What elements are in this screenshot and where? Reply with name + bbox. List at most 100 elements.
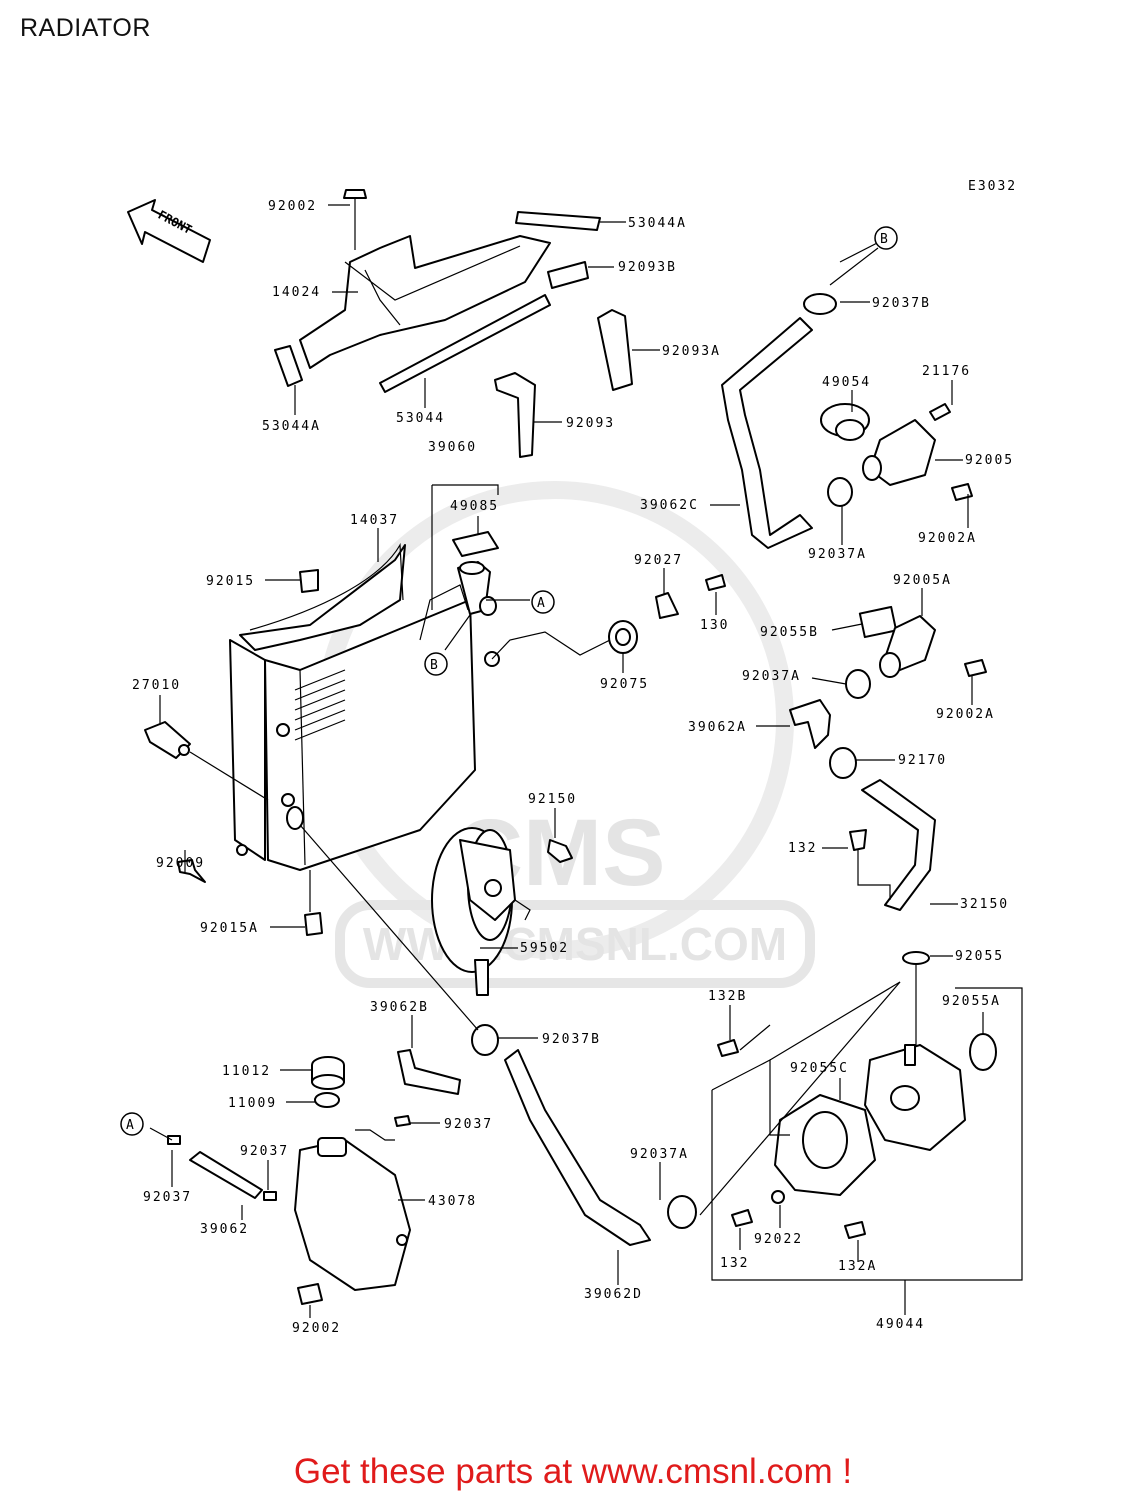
label-92055c: 92055C <box>790 1061 849 1076</box>
label-132: 132 <box>720 1256 749 1271</box>
label-92037: 92037 <box>143 1190 192 1205</box>
label-130: 130 <box>700 618 729 633</box>
label-92093b: 92093B <box>618 260 677 275</box>
clamp-92170 <box>829 747 857 779</box>
label-39062c: 39062C <box>640 498 699 513</box>
front-arrow-icon: FRONT <box>127 199 211 263</box>
fan-59502 <box>431 827 531 996</box>
bolt-92002-top <box>343 189 367 250</box>
clip-92015 <box>299 569 319 593</box>
callout-b-1: B <box>424 652 448 676</box>
pipe-32150 <box>861 779 936 911</box>
clamp-92037-3 <box>167 1135 181 1145</box>
label-92002: 92002 <box>268 199 317 214</box>
label-11009: 11009 <box>228 1096 277 1111</box>
page-title: RADIATOR <box>20 14 151 42</box>
seal-53044a-top <box>515 211 601 231</box>
callout-a-1: A <box>531 590 555 614</box>
label-92015a: 92015A <box>200 921 259 936</box>
reservoir-43078 <box>294 1137 411 1291</box>
label-43078: 43078 <box>428 1194 477 1209</box>
callout-b-2: B <box>874 226 898 250</box>
label-59502: 59502 <box>520 941 569 956</box>
label-11012: 11012 <box>222 1064 271 1079</box>
hose-39062b <box>397 1049 461 1095</box>
label-92005: 92005 <box>965 453 1014 468</box>
seal-92093 <box>494 372 536 458</box>
sensor-21176 <box>929 403 951 421</box>
bolt-92002-bottom <box>297 1283 323 1305</box>
hose-39062a <box>789 699 831 749</box>
label-39060: 39060 <box>428 440 477 455</box>
hose-39062d <box>504 1049 651 1246</box>
bolt-92002a-1 <box>951 483 973 501</box>
label-92002a: 92002A <box>918 531 977 546</box>
bolt-132-1 <box>849 829 867 851</box>
label-14024: 14024 <box>272 285 321 300</box>
bolt-92002a-2 <box>964 659 987 677</box>
water-pump-cover-92055c <box>774 1094 876 1196</box>
label-92002: 92002 <box>292 1321 341 1336</box>
switch-27010 <box>144 721 191 759</box>
label-92055b: 92055B <box>760 625 819 640</box>
label-92055: 92055 <box>955 949 1004 964</box>
washer-92022 <box>771 1190 785 1204</box>
oring-92055a <box>969 1033 997 1071</box>
seal-53044a-left <box>274 345 303 387</box>
label-92037: 92037 <box>444 1117 493 1132</box>
radiator-core <box>229 544 476 871</box>
footer-link-text[interactable]: Get these parts at www.cmsnl.com ! <box>293 1452 853 1491</box>
grommet-92027 <box>655 592 679 619</box>
label-92005a: 92005A <box>893 573 952 588</box>
label-92037a: 92037A <box>808 547 867 562</box>
cap-11012 <box>311 1056 345 1090</box>
label-132a: 132A <box>838 1259 877 1274</box>
label-49085: 49085 <box>450 499 499 514</box>
label-92037a: 92037A <box>630 1147 689 1162</box>
housing-92005 <box>862 419 936 486</box>
label-53044a: 53044A <box>262 419 321 434</box>
water-pump-body <box>864 1044 966 1151</box>
label-39062b: 39062B <box>370 1000 429 1015</box>
seal-53044 <box>379 294 551 393</box>
svg-text:A: A <box>126 1118 136 1133</box>
clip-92015a <box>304 912 323 936</box>
label-92093a: 92093A <box>662 344 721 359</box>
clamp-92037b-2 <box>471 1024 499 1056</box>
label-92015: 92015 <box>206 574 255 589</box>
hose-39062 <box>189 1151 263 1199</box>
diagram-code: E3032 <box>968 179 1017 194</box>
label-92170: 92170 <box>898 753 947 768</box>
grommet-92075 <box>608 620 638 654</box>
bolt-132a <box>844 1221 866 1239</box>
cap-49085 <box>452 531 499 557</box>
label-132b: 132B <box>708 989 747 1004</box>
watermark-url: WWW.CMSNL.COM <box>363 918 787 970</box>
label-92022: 92022 <box>754 1232 803 1247</box>
label-92027: 92027 <box>634 553 683 568</box>
label-92037: 92037 <box>240 1144 289 1159</box>
leader-lines <box>149 204 1023 1318</box>
gasket-11009 <box>314 1092 340 1108</box>
seal-92093a <box>597 309 633 391</box>
fitting-92005a <box>879 615 936 678</box>
svg-text:A: A <box>537 596 547 611</box>
label-92055a: 92055A <box>942 994 1001 1009</box>
callout-a-2: A <box>120 1112 144 1136</box>
clamp-92037b-top <box>803 293 837 315</box>
label-53044: 53044 <box>396 411 445 426</box>
bolt-132b <box>717 1039 739 1057</box>
label-92075: 92075 <box>600 677 649 692</box>
clamp-92037a-2 <box>845 669 871 699</box>
label-92093: 92093 <box>566 416 615 431</box>
label-39062: 39062 <box>200 1222 249 1237</box>
label-39062a: 39062A <box>688 720 747 735</box>
oring-92055 <box>902 951 930 965</box>
clamp-92037a-3 <box>667 1195 697 1229</box>
gasket-92055b <box>858 605 898 639</box>
label-92150: 92150 <box>528 792 577 807</box>
radiator-filler-neck <box>457 561 500 667</box>
label-53044a: 53044A <box>628 216 687 231</box>
label-49044: 49044 <box>876 1317 925 1332</box>
bolt-92150 <box>547 839 573 863</box>
